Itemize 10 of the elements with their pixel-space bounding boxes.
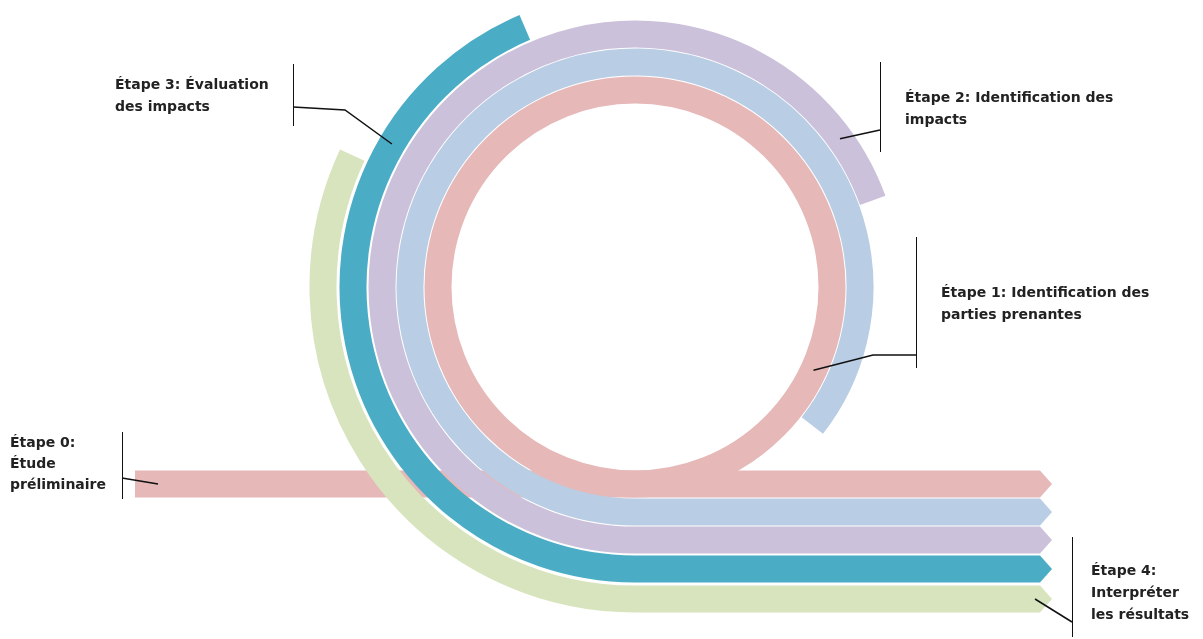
step-label: Étape 2: Identification des impacts (880, 62, 1130, 152)
leader-line (121, 477, 159, 485)
step-label: Étape 4: Interpréter les résultats (1072, 537, 1203, 637)
step-label: Étape 3: Évaluation des impacts (113, 64, 294, 126)
step-label: Étape 0: Étude préliminaire (6, 432, 123, 499)
leader-line (839, 129, 881, 140)
leader-line (812, 354, 917, 372)
leader-line (292, 106, 393, 145)
step-label: Étape 1: Identification des parties prenantes (916, 237, 1176, 368)
leader-line (1034, 598, 1073, 623)
